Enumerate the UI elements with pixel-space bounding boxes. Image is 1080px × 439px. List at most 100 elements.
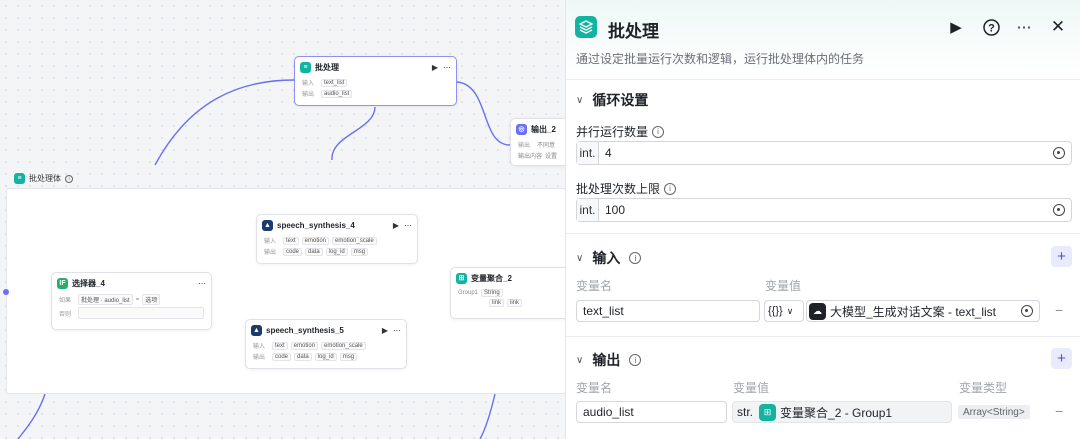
run-icon[interactable]: ▶ [950, 19, 962, 36]
more-icon[interactable]: ⋯ [443, 62, 451, 72]
input-ref-value-field[interactable]: ☁ 大模型_生成对话文案 - text_list [806, 300, 1040, 322]
batch-node-title: 批处理 [315, 62, 339, 72]
layers-icon: ≡ [300, 61, 311, 73]
speech-icon: ▲ [251, 324, 262, 336]
add-output-button[interactable]: + [1051, 348, 1072, 369]
output-label: 输出 [264, 250, 277, 256]
output-type-badge: Array<String> [958, 405, 1030, 419]
variable-ref-icon[interactable] [1053, 147, 1065, 159]
output-chip: code [283, 247, 303, 256]
divider [566, 79, 1080, 80]
output-col-name: 变量名 [576, 381, 613, 395]
batch-body-label-text: 批处理体 [29, 174, 61, 183]
output-var-name-field[interactable]: audio_list [576, 401, 727, 423]
loop-section-header[interactable]: ∨ 循环设置 [576, 90, 648, 110]
more-icon[interactable]: ⋯ [1016, 19, 1032, 36]
ref-type-value: {{}} [768, 305, 783, 317]
panel-header: 批处理 ▶ ? ⋯ ✕ 通过设定批量运行次数和逻辑，运行批处理体内的任务 [566, 0, 1080, 78]
remove-output-button[interactable]: − [1055, 403, 1064, 419]
variable-ref-icon[interactable] [1021, 305, 1033, 317]
info-icon: i [629, 252, 642, 264]
add-input-button[interactable]: + [1051, 246, 1072, 267]
info-icon: i [652, 125, 665, 138]
input-col-name: 变量名 [576, 279, 613, 293]
chevron-down-icon: ∨ [576, 252, 584, 264]
divider [566, 233, 1080, 234]
input-label: 输入 [253, 344, 266, 350]
wire-top-left [154, 79, 295, 166]
aggregate-icon: ⊞ [759, 403, 777, 421]
output-node-title: 输出_2 [531, 124, 556, 134]
parallel-count-label: 并行运行数量 i [576, 123, 665, 140]
output-node[interactable]: ◎ 输出_2 输出不同意 输出内容设置 [510, 118, 565, 166]
wire-batch-output [456, 81, 511, 146]
run-icon[interactable]: ▶ [381, 325, 388, 335]
output-ref-value-field[interactable]: str. ⊞ 变量聚合_2 - Group1 [732, 401, 952, 423]
input-label: 输入 [264, 239, 277, 245]
speech-5-title: speech_synthesis_5 [266, 325, 344, 335]
more-icon[interactable]: ⋯ [393, 325, 401, 335]
more-icon[interactable]: ⋯ [198, 278, 206, 288]
input-ref-type-select[interactable]: {{}} ∨ [764, 300, 804, 322]
output-row-label: 输出 [518, 143, 531, 149]
if-label: 如果 [59, 298, 72, 304]
run-icon[interactable]: ▶ [392, 220, 399, 230]
output-section-title: 输出 [592, 352, 621, 368]
output-ref-value: 变量聚合_2 - Group1 [780, 405, 893, 420]
svg-text:?: ? [988, 22, 995, 34]
variable-ref-icon[interactable] [1053, 204, 1065, 216]
selector-node[interactable]: IF 选择器_4 ⋯ 如果 批处理 · audio_list = 选项 否则 [51, 272, 212, 330]
speech-synthesis-4-node[interactable]: ▲ speech_synthesis_4 ▶⋯ 输入 text emotion … [256, 214, 418, 264]
panel-description: 通过设定批量运行次数和逻辑，运行批处理体内的任务 [576, 52, 865, 66]
condition-left: 批处理 · audio_list [78, 294, 133, 305]
close-icon[interactable]: ✕ [1050, 17, 1066, 36]
link-chip: link [489, 299, 505, 307]
parallel-count-input[interactable]: int. 4 [576, 141, 1072, 165]
output-content-value: 设置 [545, 154, 558, 160]
layers-icon: ≡ [14, 173, 25, 184]
speech-synthesis-5-node[interactable]: ▲ speech_synthesis_5 ▶⋯ 输入 text emotion … [245, 319, 407, 369]
info-icon: i [629, 354, 642, 366]
output-chip: log_id [325, 247, 348, 256]
output-var-chip: audio_list [321, 89, 353, 98]
input-section-header[interactable]: ∨ 输入 i [576, 248, 642, 268]
more-icon[interactable]: ⋯ [404, 220, 412, 230]
group-label: Group1 [458, 290, 479, 296]
output-chip: log_id [314, 352, 337, 361]
help-icon[interactable]: ? [981, 17, 1001, 37]
output-label: 输出 [302, 92, 315, 98]
layers-icon [575, 16, 597, 38]
output-label: 输出 [253, 355, 266, 361]
input-chip: emotion_scale [321, 341, 366, 350]
output-chip: msg [350, 247, 369, 256]
divider [566, 336, 1080, 337]
wire-bottom-left [17, 393, 46, 439]
max-batch-input[interactable]: int. 100 [576, 198, 1072, 222]
chevron-down-icon: ∨ [786, 305, 794, 316]
body-input-port[interactable] [3, 289, 9, 295]
output-section-header[interactable]: ∨ 输出 i [576, 350, 642, 370]
chevron-down-icon: ∨ [576, 354, 584, 366]
output-row-value: 不同意 [537, 143, 556, 149]
max-batch-label: 批处理次数上限 i [576, 180, 677, 197]
info-icon: i [65, 174, 73, 183]
run-icon[interactable]: ▶ [431, 62, 438, 72]
input-chip: emotion [301, 236, 330, 245]
parallel-count-label-text: 并行运行数量 [576, 125, 649, 139]
str-type-prefix: str. [737, 405, 754, 419]
else-label: 否则 [59, 311, 72, 318]
input-chip: text [283, 236, 299, 245]
output-chip: data [305, 247, 323, 256]
else-slot [77, 307, 204, 319]
aggregate-title: 变量聚合_2 [471, 273, 512, 283]
batch-body-label: ≡ 批处理体 i [14, 173, 73, 184]
remove-input-button[interactable]: − [1055, 302, 1064, 318]
input-var-name-field[interactable]: text_list [576, 300, 760, 322]
wire-bottom-right [479, 393, 496, 439]
output-col-value: 变量值 [733, 381, 770, 395]
panel-title: 批处理 [608, 22, 659, 41]
input-chip: text [272, 341, 288, 350]
